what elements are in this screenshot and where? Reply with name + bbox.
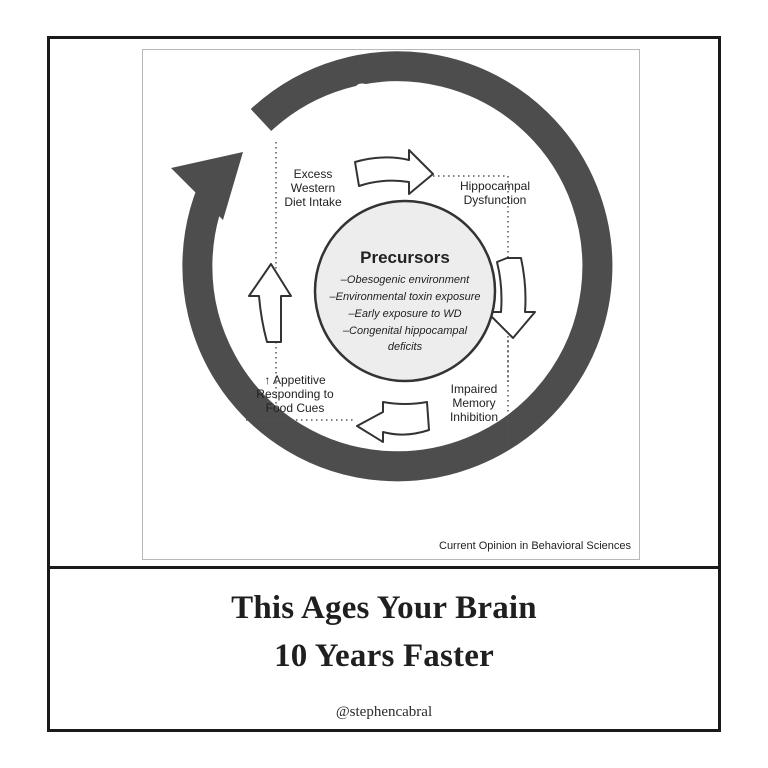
ring-arrowhead: [171, 152, 243, 220]
precursors-circle: [313, 199, 497, 383]
svg-text:Western: Western: [291, 181, 335, 195]
headline-line-1: This Ages Your Brain: [231, 590, 537, 626]
stage-appetitive-responding: ↑ Appetitive Responding to Food Cues: [256, 373, 334, 415]
cycle-diagram: Obesity Cognitive Decline Precursors –Ob…: [171, 51, 631, 552]
svg-text:Responding to: Responding to: [256, 387, 334, 401]
author-handle[interactable]: @stephencabral: [335, 704, 433, 720]
arrow-left-icon: [356, 401, 430, 443]
svg-text:Impaired: Impaired: [451, 382, 498, 396]
stage-excess-western-diet: Excess Western Diet Intake: [284, 167, 342, 209]
stage-hippocampal-dysfunction: Hippocampal Dysfunction: [460, 179, 530, 207]
svg-text:↑ Appetitive: ↑ Appetitive: [264, 373, 326, 387]
arrow-right-icon: [354, 149, 434, 195]
dotted-connectors: [246, 142, 509, 446]
arrow-up-icon: [248, 263, 292, 343]
svg-text:Diet Intake: Diet Intake: [284, 195, 342, 209]
svg-text:Hippocampal: Hippocampal: [460, 179, 530, 193]
source-caption: Current Opinion in Behavioral Sciences: [439, 540, 631, 552]
precursor-item: –Obesogenic environment: [340, 274, 470, 286]
ring-label-obesity: Obesity: [354, 79, 435, 104]
precursor-item: –Early exposure to WD: [347, 308, 461, 320]
outer-ring-arc: [182, 51, 613, 482]
precursors-title: Precursors: [360, 248, 450, 267]
headline-line-2: 10 Years Faster: [274, 638, 494, 674]
svg-text:Excess: Excess: [294, 167, 333, 181]
process-arrows: [248, 149, 536, 443]
ring-label-cognitive-decline: Cognitive Decline: [303, 481, 480, 516]
svg-text:Dysfunction: Dysfunction: [464, 193, 527, 207]
frame-divider: [47, 566, 721, 569]
arrow-down-icon: [486, 257, 536, 339]
svg-text:Memory: Memory: [452, 396, 495, 410]
precursor-item: –Environmental toxin exposure: [328, 291, 480, 303]
precursor-item: deficits: [388, 341, 423, 353]
precursor-item: –Congenital hippocampal: [342, 325, 468, 337]
svg-text:Food Cues: Food Cues: [266, 401, 325, 415]
diagram-figure: Obesity Cognitive Decline Precursors –Ob…: [142, 49, 640, 560]
stage-impaired-memory-inhibition: Impaired Memory Inhibition: [450, 382, 498, 424]
svg-text:Inhibition: Inhibition: [450, 410, 498, 424]
